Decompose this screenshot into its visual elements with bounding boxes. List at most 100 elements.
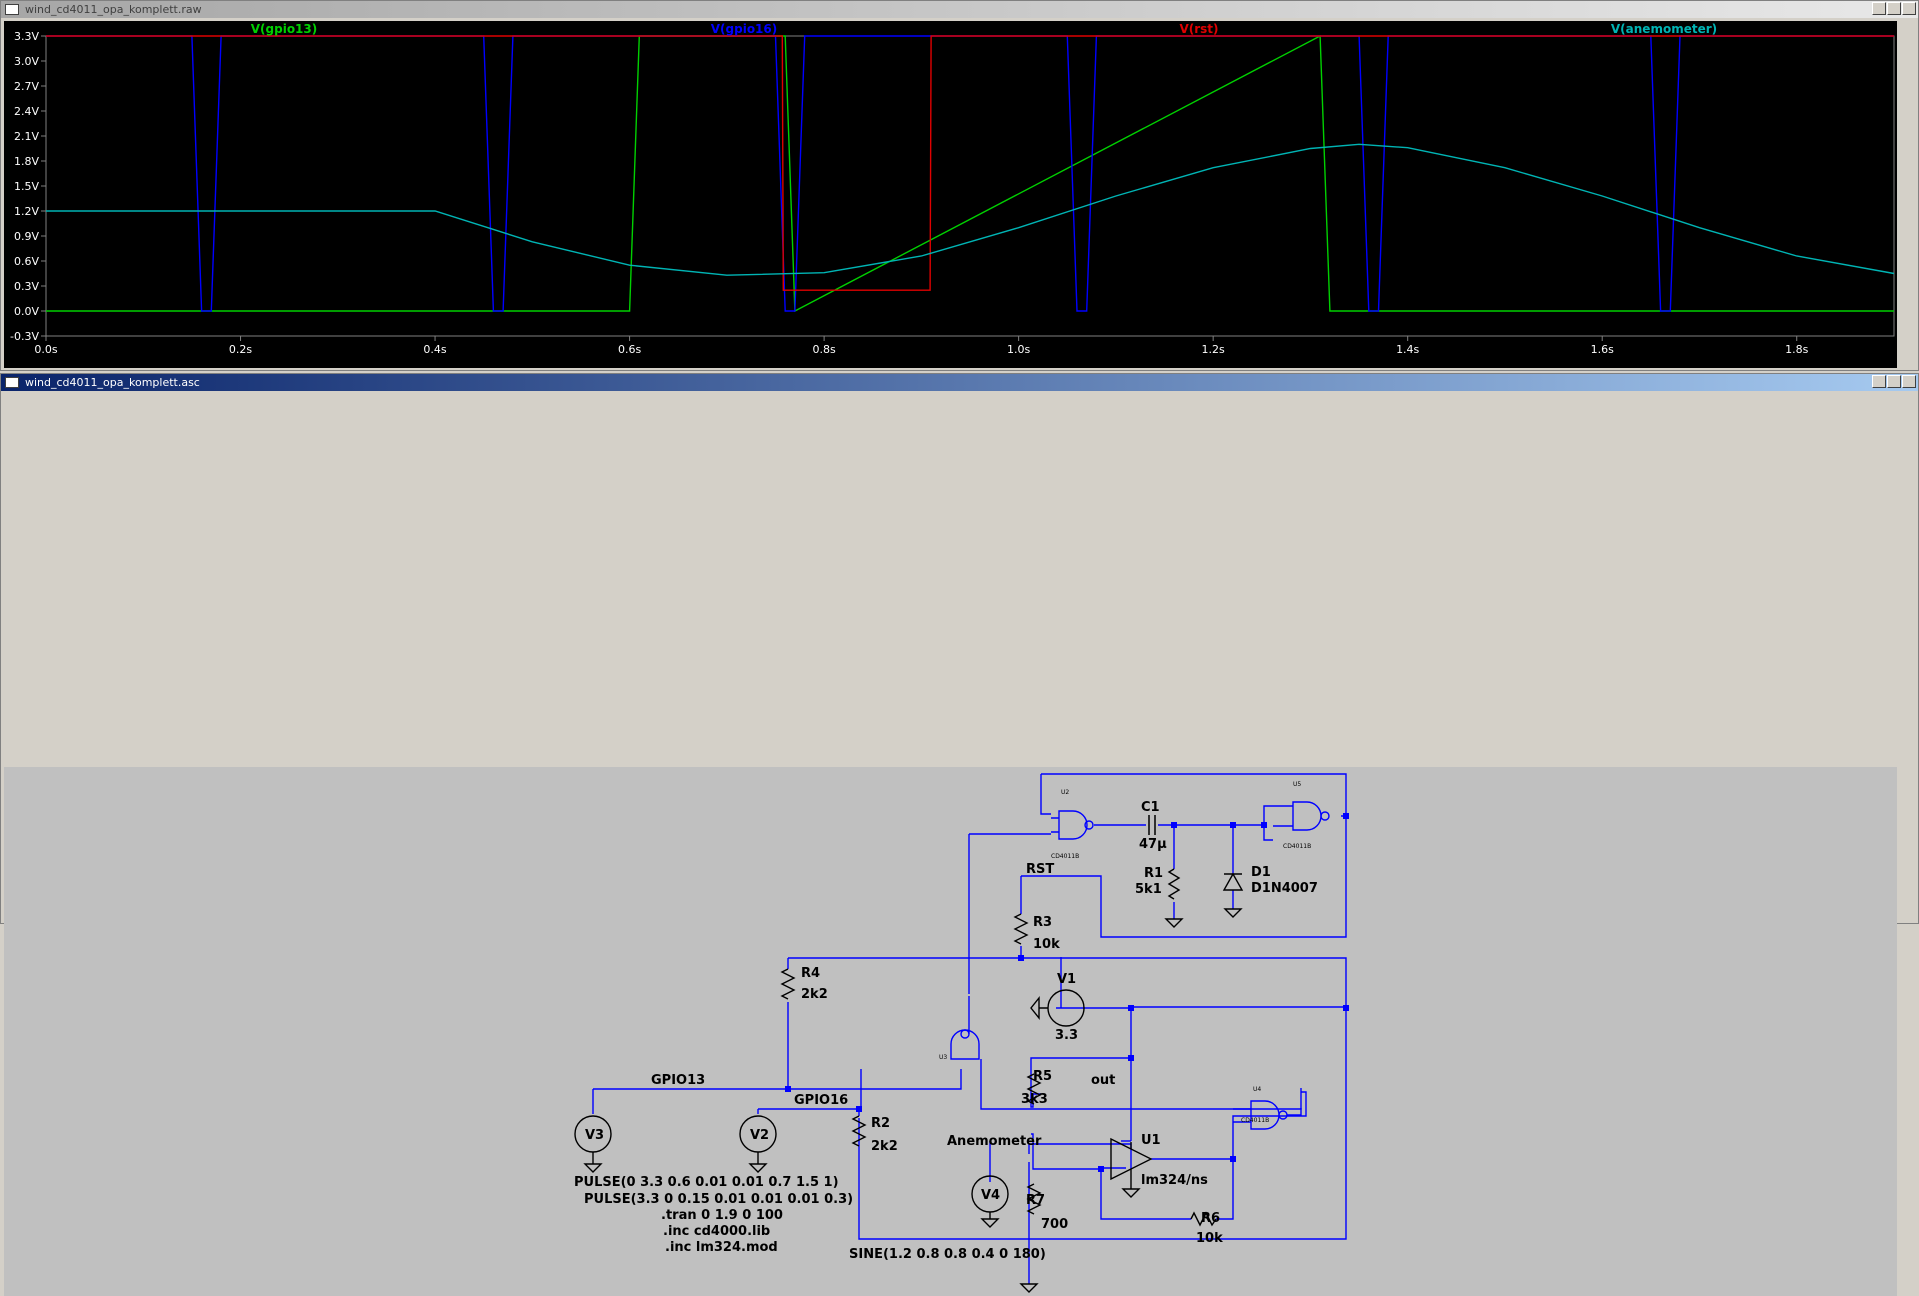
x-tick-label: 0.4s [423, 343, 446, 356]
y-tick-label: 3.0V [14, 55, 39, 68]
x-tick-label: 0.0s [34, 343, 57, 356]
waveform-title: wind_cd4011_opa_komplett.raw [25, 3, 202, 16]
legend-3[interactable]: V(anemometer) [1611, 22, 1717, 36]
plot-frame [45, 35, 1895, 337]
label-c1-value: 47µ [1139, 837, 1167, 852]
x-tick-label: 0.8s [812, 343, 835, 356]
x-tick-label: 0.2s [229, 343, 252, 356]
waveform-window[interactable]: wind_cd4011_opa_komplett.raw 3.3V 3.0V 2.7… [0, 0, 1919, 371]
schematic-titlebar[interactable]: wind_cd4011_opa_komplett.asc [1, 374, 1918, 391]
directive-3: .tran 0 1.9 0 100 [661, 1208, 783, 1223]
resistor-r1 [1167, 868, 1181, 900]
resistors[interactable] [780, 868, 1217, 1227]
label-d1-value: D1N4007 [1251, 881, 1318, 896]
label-u2: U2 [1061, 789, 1069, 796]
y-tick-label: 0.9V [14, 230, 39, 243]
close-button[interactable] [1902, 375, 1916, 388]
series-line-0[interactable] [46, 34, 1894, 313]
resistor-r4 [780, 968, 796, 1000]
waveform-titlebar[interactable]: wind_cd4011_opa_komplett.raw [1, 1, 1918, 18]
label-gpio13: GPIO13 [651, 1073, 705, 1088]
legend-2[interactable]: V(rst) [1179, 22, 1218, 36]
x-tick-label: 1.6s [1591, 343, 1614, 356]
schematic-canvas[interactable]: C1 47µ R1 5k1 D1 D1N4007 RST R3 10k R4 2… [4, 767, 1897, 1296]
label-u5: U5 [1293, 781, 1301, 788]
label-r7: R7 [1026, 1193, 1045, 1208]
label-r7-value: 700 [1041, 1217, 1068, 1232]
waveform-chart[interactable]: 3.3V 3.0V 2.7V 2.4V 2.1V 1.8V 1.5V 1.2V 0.9V 0.6V… [4, 21, 1897, 368]
x-tick-label: 0.6s [618, 343, 641, 356]
close-button[interactable] [1902, 2, 1916, 15]
label-v2: V2 [750, 1128, 769, 1143]
directive-5: .inc lm324.mod [665, 1240, 778, 1255]
y-tick-label: 3.3V [14, 30, 39, 43]
label-u3: U3 [939, 1054, 947, 1061]
y-tick-label: 0.6V [14, 255, 39, 268]
directive-2: PULSE(3.3 0 0.15 0.01 0.01 0.01 0.3) [584, 1192, 853, 1207]
minimize-button[interactable] [1872, 375, 1886, 388]
label-c1: C1 [1141, 800, 1160, 815]
x-tick-label: 1.2s [1202, 343, 1225, 356]
y-tick-label: 2.4V [14, 105, 39, 118]
legend-1[interactable]: V(gpio16) [711, 22, 778, 36]
label-gpio16: GPIO16 [794, 1093, 848, 1108]
label-out: out [1091, 1073, 1115, 1088]
series-line-1[interactable] [46, 35, 1894, 312]
label-r5: R5 [1033, 1069, 1052, 1084]
capacitor-c1[interactable] [1148, 815, 1156, 835]
label-r3: R3 [1033, 915, 1052, 930]
label-r6-value: 10k [1196, 1231, 1223, 1246]
label-u1-value: lm324/ns [1141, 1173, 1208, 1188]
label-v1-value: 3.3 [1055, 1028, 1078, 1043]
legend-0[interactable]: V(gpio13) [251, 22, 318, 36]
y-tick-label: -0.3V [10, 330, 39, 343]
y-tick-label: 0.0V [14, 305, 39, 318]
x-tick-label: 1.0s [1007, 343, 1030, 356]
y-tick-label: 1.2V [14, 205, 39, 218]
v4-sine-spec: SINE(1.2 0.8 0.8 0.4 0 180) [849, 1247, 1046, 1262]
schematic-app-icon [5, 377, 19, 388]
label-anemometer: Anemometer [947, 1134, 1042, 1149]
directive-4: .inc cd4000.lib [663, 1224, 770, 1239]
label-u2-part: CD4011B [1051, 853, 1079, 860]
series-line-3[interactable] [46, 143, 1895, 276]
directive-1: PULSE(0 3.3 0.6 0.01 0.01 0.7 1.5 1) [574, 1175, 839, 1190]
schematic-window[interactable]: wind_cd4011_opa_komplett.asc [0, 373, 1919, 1296]
resistor-r3 [1013, 913, 1029, 945]
label-v1: V1 [1057, 972, 1076, 987]
label-r2-value: 2k2 [871, 1139, 898, 1154]
label-r2: R2 [871, 1116, 890, 1131]
label-u4-part: CD4011B [1241, 1117, 1269, 1124]
label-r1-value: 5k1 [1135, 882, 1162, 897]
label-u5-part: CD4011B [1283, 843, 1311, 850]
label-u1: U1 [1141, 1133, 1161, 1148]
label-u4: U4 [1253, 1086, 1261, 1093]
waveform-app-icon [5, 4, 19, 15]
gate-u3[interactable] [950, 1029, 980, 1060]
label-r5-value: 3k3 [1021, 1092, 1048, 1107]
y-tick-label: 2.7V [14, 80, 39, 93]
diode-d1[interactable] [1222, 872, 1244, 891]
label-rst: RST [1026, 862, 1054, 877]
y-tick-label: 0.3V [14, 280, 39, 293]
gate-u2[interactable] [1051, 810, 1094, 840]
schematic-title: wind_cd4011_opa_komplett.asc [25, 376, 200, 389]
x-tick-label: 1.8s [1785, 343, 1808, 356]
maximize-button[interactable] [1887, 2, 1901, 15]
maximize-button[interactable] [1887, 375, 1901, 388]
label-r1: R1 [1144, 866, 1163, 881]
y-tick-label: 1.8V [14, 155, 39, 168]
minimize-button[interactable] [1872, 2, 1886, 15]
y-tick-label: 1.5V [14, 180, 39, 193]
label-r4: R4 [801, 966, 820, 981]
label-v3: V3 [585, 1128, 604, 1143]
label-r6: R6 [1201, 1211, 1220, 1226]
label-v4: V4 [981, 1188, 1000, 1203]
series-line-2[interactable] [46, 35, 1894, 291]
label-r4-value: 2k2 [801, 987, 828, 1002]
waveform-plot-pane[interactable]: 3.3V 3.0V 2.7V 2.4V 2.1V 1.8V 1.5V 1.2V 0.9V 0.6V… [4, 21, 1897, 368]
x-tick-label: 1.4s [1396, 343, 1419, 356]
label-d1: D1 [1251, 865, 1271, 880]
y-tick-label: 2.1V [14, 130, 39, 143]
gate-u5[interactable] [1273, 801, 1330, 831]
